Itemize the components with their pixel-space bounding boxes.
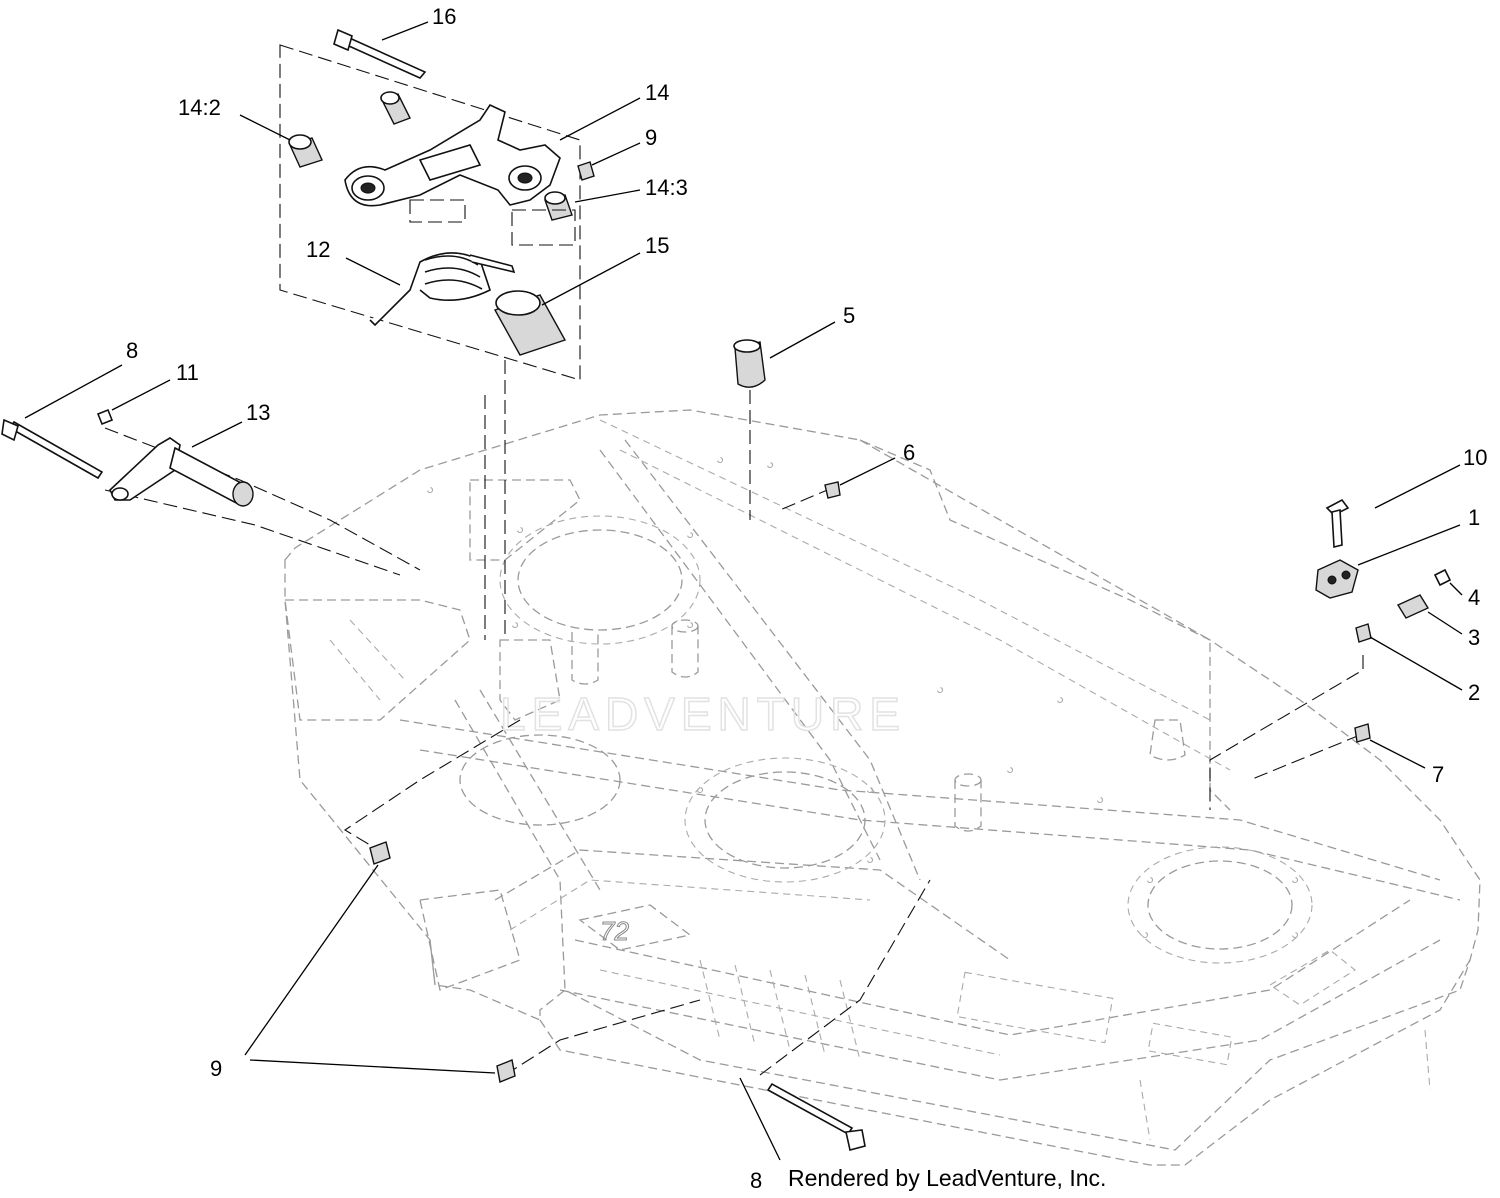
- part-13-pivot-arm: [109, 437, 254, 507]
- part-14-idler-arm: [344, 103, 561, 207]
- callout-11: 11: [176, 360, 199, 385]
- part-10-pin: [1325, 498, 1350, 549]
- part-14-3-bushing: [544, 191, 573, 221]
- callout-16: 16: [432, 4, 456, 29]
- callout-3: 3: [1468, 625, 1480, 650]
- part-4-grease-fitting: [1433, 568, 1452, 587]
- callout-15: 15: [645, 233, 669, 258]
- callout-9-lower: 9: [210, 1056, 222, 1081]
- part-9-nut-bottom: [496, 1059, 516, 1083]
- callout-8-bottom: 8: [750, 1168, 762, 1193]
- part-8-bolt-left: [1, 418, 104, 480]
- callout-13: 13: [246, 400, 270, 425]
- part-7-nut: [1354, 723, 1371, 743]
- part-14-2-bushing: [288, 134, 323, 168]
- part-16-bolt: [333, 28, 427, 79]
- assembly-guide-lines: [104, 199, 1364, 1076]
- part-9-nut-left: [369, 841, 391, 865]
- mower-deck: [284, 409, 1481, 1166]
- callout-4: 4: [1468, 585, 1480, 610]
- callout-1: 1: [1468, 505, 1480, 530]
- part-3-roller-pin: [1396, 594, 1430, 619]
- part-2-nut: [1355, 623, 1372, 643]
- callout-5: 5: [843, 303, 855, 328]
- callout-labels: 16 14:2 14 9 14:3 12 15 8 11 13 5 6 10 1…: [126, 4, 1487, 1193]
- deck-size-badge: 72: [600, 916, 629, 946]
- bushing-top: [380, 91, 411, 125]
- part-11-grease-fitting: [96, 408, 114, 426]
- callout-14: 14: [645, 80, 669, 105]
- callout-7: 7: [1432, 762, 1444, 787]
- callout-14-2: 14:2: [178, 95, 221, 120]
- callout-leader-lines: [24, 21, 1463, 1161]
- part-1-bracket: [1315, 559, 1359, 599]
- callout-14-3: 14:3: [645, 175, 688, 200]
- part-12-torsion-spring: [369, 252, 516, 327]
- idler-assembly-outline: [279, 44, 581, 381]
- watermark-text: LEADVENTURE: [500, 688, 906, 740]
- part-15-spacer: [493, 290, 567, 356]
- part-6-nut: [824, 481, 841, 499]
- part-8-bolt-bottom: [766, 1082, 866, 1151]
- callout-8-left: 8: [126, 338, 138, 363]
- callout-9-upper: 9: [645, 125, 657, 150]
- part-5-deck-bumper: [733, 339, 766, 388]
- render-credit: Rendered by LeadVenture, Inc.: [788, 1165, 1106, 1191]
- callout-6: 6: [903, 440, 915, 465]
- callout-12: 12: [306, 237, 330, 262]
- callout-10: 10: [1463, 445, 1487, 470]
- callout-2: 2: [1468, 680, 1480, 705]
- part-9-nut-upper: [577, 161, 595, 181]
